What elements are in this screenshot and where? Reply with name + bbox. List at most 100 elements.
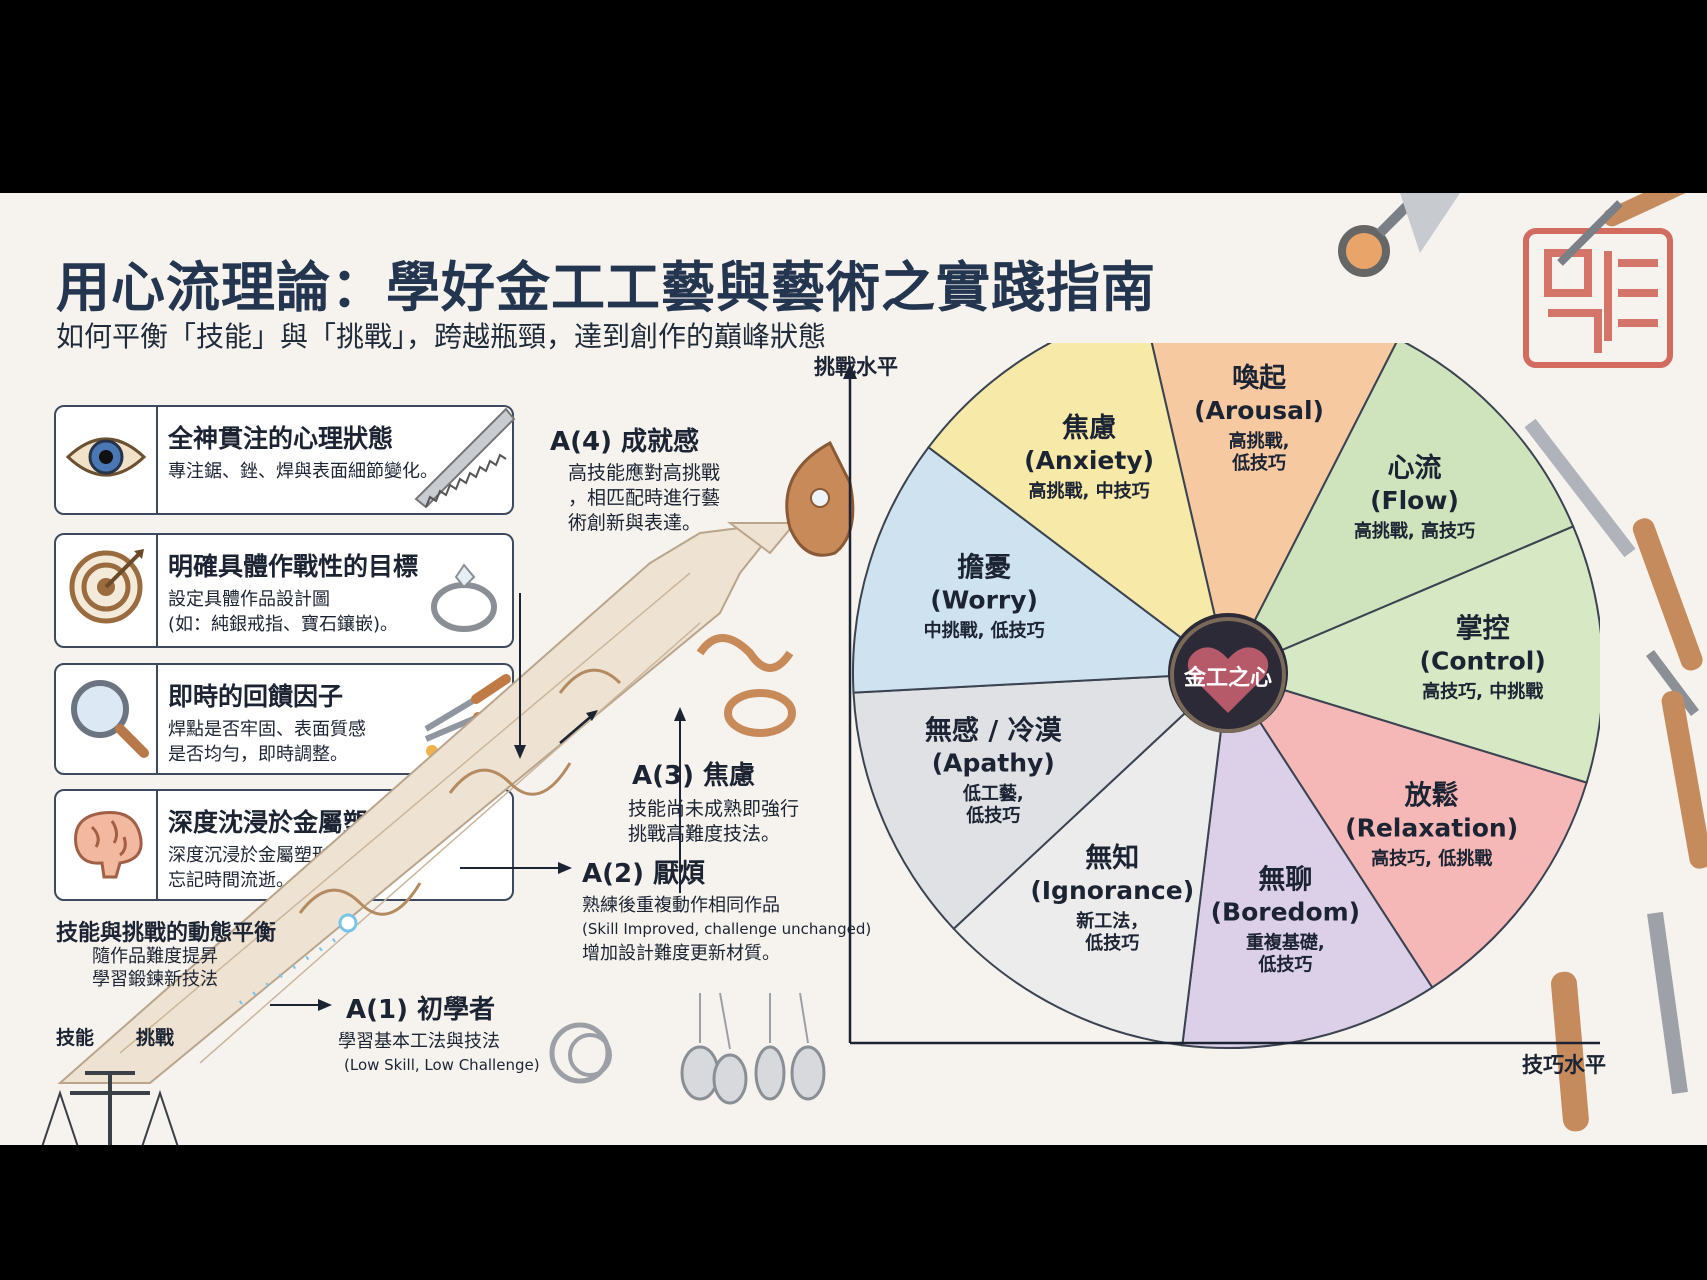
wedge-sub-text: 低工藝, — [962, 783, 1024, 805]
wedge-label: 擔憂(Worry) 中挑戰, 低技巧 — [924, 551, 1045, 641]
seal-stamp — [1523, 228, 1673, 368]
stage-a3-title: A(3) 焦慮 — [632, 761, 756, 791]
wedge-name-text: 掌控 — [1456, 614, 1510, 645]
target-icon — [69, 549, 144, 624]
wedge-5 — [952, 670, 1230, 1047]
card-desc: 深度沉浸於金屬塑形， 忘記時間流逝。 — [168, 843, 348, 893]
stage-a2-desc: 熟練後重複動作相同作品 — [582, 895, 780, 916]
flow-wheel: 喚起(Arousal)高挑戰,低技巧心流(Flow)高挑戰, 高技巧掌控(Con… — [843, 343, 1600, 1049]
card-title: 全神貫注的心理狀態 — [168, 424, 394, 453]
card-desc-line: 深度沉浸於金屬塑形， — [168, 845, 348, 866]
stage-a2-title: A(2) 厭煩 — [582, 859, 706, 889]
stage-a3-desc: 技能尚未成熟即強行 挑戰高難度技法。 — [628, 797, 799, 847]
wedge-label: 放鬆(Relaxation) 高技巧, 低挑戰 — [1345, 779, 1518, 869]
card-desc: 焊點是否牢固、表面質感 是否均勻，即時調整。 — [168, 717, 366, 767]
tools-decoration — [1338, 193, 1707, 1132]
wedge-en-text: (Flow) — [1370, 486, 1459, 515]
center-label: 金工之心 — [1183, 666, 1272, 691]
stage-desc-line: 高技能應對高挑戰 — [568, 462, 721, 484]
wedge-label: 喚起(Arousal) 高挑戰,低技巧 — [1194, 363, 1324, 474]
wedge-label: 心流(Flow)高挑戰, 高技巧 — [1354, 453, 1475, 542]
wedge-en-text: (Arousal) — [1194, 396, 1324, 425]
ring-icon — [431, 563, 497, 632]
wedge-en-text: (Apathy) — [932, 749, 1055, 778]
wedge-name-text: 放鬆 — [1404, 779, 1459, 811]
balance-desc: 隨作品難度提昇 學習鍛鍊新技法 — [92, 945, 218, 991]
y-axis-arrow — [843, 363, 857, 379]
wedge-label: 無知(Ignorance) 新工法，低技巧 — [1030, 843, 1194, 954]
wedge-1 — [1225, 343, 1575, 675]
stage-a1-note: (Low Skill, Low Challenge) — [344, 1056, 540, 1074]
stage-a4-title: A(4) 成就感 — [550, 427, 700, 457]
wedge-3 — [1225, 671, 1588, 989]
balance-title: 技能與挑戰的動態平衡 — [56, 921, 277, 946]
y-axis-label: 挑戰水平 — [814, 355, 898, 379]
wedge-en-text: (Ignorance) — [1030, 876, 1194, 905]
wedge-name-text: 喚起 — [1232, 363, 1287, 394]
wedge-label: 無感 / 冷漠(Apathy)低工藝,低技巧 — [925, 715, 1063, 827]
wedge-sub-text: 重複基礎, — [1246, 931, 1325, 953]
card-title: 明確具體作戰性的目標 — [168, 552, 419, 581]
wedge-2 — [1225, 525, 1600, 784]
wedge-name-text: 心流 — [1387, 453, 1441, 484]
wedge-en-text: (Boredom) — [1211, 897, 1361, 926]
wedge-sub-text: 低技巧 — [965, 805, 1020, 827]
wedge-en-text: (Relaxation) — [1345, 813, 1518, 842]
stage-desc-line: 挑戰高難度技法。 — [628, 823, 781, 845]
card-goal: 明確具體作戰性的目標 設定具體作品設計圖 (如：純銀戒指、寶石鑲嵌)。 — [54, 533, 514, 648]
card-desc-line: 是否均勻，即時調整。 — [168, 744, 348, 765]
wedge-name-text: 擔憂 — [957, 551, 1011, 583]
brain-icon — [74, 810, 143, 879]
card-desc-line: 焊點是否牢固、表面質感 — [168, 719, 366, 740]
card-desc: 設定具體作品設計圖 (如：純銀戒指、寶石鑲嵌)。 — [168, 587, 398, 637]
wedge-sub-text: 高挑戰, 中技巧 — [1029, 480, 1150, 502]
stage-a2-desc2: 增加設計難度更新材質。 — [582, 943, 780, 964]
eye-icon — [65, 437, 147, 477]
wedge-4 — [1181, 670, 1434, 1049]
balance-right-label: 挑戰 — [136, 1027, 175, 1049]
x-axis-label: 技巧水平 — [1522, 1053, 1606, 1077]
wedge-6 — [852, 671, 1231, 931]
balance-desc-line: 學習鍛鍊新技法 — [92, 969, 218, 990]
heart-center-icon — [1170, 617, 1286, 733]
wedge-0 — [1150, 343, 1398, 676]
wedge-8 — [927, 343, 1230, 676]
stage-a4-desc: 高技能應對高挑戰 ，相匹配時進行藝 術創新與表達。 — [568, 461, 720, 536]
card-desc-line: (如：純銀戒指、寶石鑲嵌)。 — [168, 614, 399, 635]
wedge-en-text: (Worry) — [930, 585, 1038, 614]
wedge-sub-text: 高技巧, 低挑戰 — [1371, 847, 1492, 869]
card-desc: 專注鋸、銼、焊與表面細節變化。 — [168, 461, 438, 482]
stage-a1-desc: 學習基本工法與技法 — [338, 1031, 500, 1052]
progress-ribbon — [41, 440, 855, 1145]
infographic-canvas: 用心流理論：學好金工工藝與藝術之實踐指南 如何平衡「技能」與「挑戰」，跨越瓶頸，… — [0, 193, 1707, 1145]
wedge-label: 掌控(Control) 高技巧, 中挑戰 — [1420, 614, 1546, 703]
stage-desc-line: 術創新與表達。 — [568, 512, 702, 534]
card-desc-line: 設定具體作品設計圖 — [168, 589, 330, 610]
balance-desc-line: 隨作品難度提昇 — [92, 946, 218, 967]
wedge-sub-text: 高挑戰, — [1229, 430, 1290, 452]
stage-desc-line: 技能尚未成熟即強行 — [628, 798, 800, 820]
stage-desc-line: ，相匹配時進行藝 — [568, 487, 721, 509]
wedge-label: 焦慮(Anxiety) 高挑戰, 中技巧 — [1024, 412, 1154, 502]
wedge-en-text: (Control) — [1420, 647, 1546, 676]
wedge-sub-text: 高技巧, 中挑戰 — [1422, 681, 1543, 703]
stage-a2-note: (Skill Improved, challenge unchanged) — [582, 920, 872, 938]
card-focus: 全神貫注的心理狀態 專注鋸、銼、焊與表面細節變化。 — [54, 405, 516, 515]
wedge-sub-text: 中挑戰, 低技巧 — [924, 619, 1045, 641]
balance-left-label: 技能 — [56, 1027, 95, 1049]
card-title: 即時的回饋因子 — [168, 682, 344, 711]
wedge-sub-text: 低技巧 — [1257, 953, 1312, 975]
wedge-sub-text: 低技巧 — [1231, 452, 1286, 474]
wedge-en-text: (Anxiety) — [1024, 446, 1154, 475]
wedge-name-text: 無聊 — [1258, 864, 1312, 895]
wedge-sub-text: 新工法， — [1076, 910, 1148, 932]
saw-icon — [414, 407, 516, 509]
stage-a1-title: A(1) 初學者 — [346, 995, 496, 1025]
wedge-sub-text: 低技巧 — [1084, 932, 1139, 954]
wedge-name-text: 無知 — [1085, 843, 1139, 874]
page-title: 用心流理論：學好金工工藝與藝術之實踐指南 — [56, 256, 1156, 319]
wedge-name-text: 焦慮 — [1062, 412, 1116, 444]
wedge-7 — [852, 445, 1231, 694]
wedge-label: 無聊(Boredom) 重複基礎,低技巧 — [1211, 864, 1361, 975]
card-desc-line: 忘記時間流逝。 — [168, 870, 294, 891]
